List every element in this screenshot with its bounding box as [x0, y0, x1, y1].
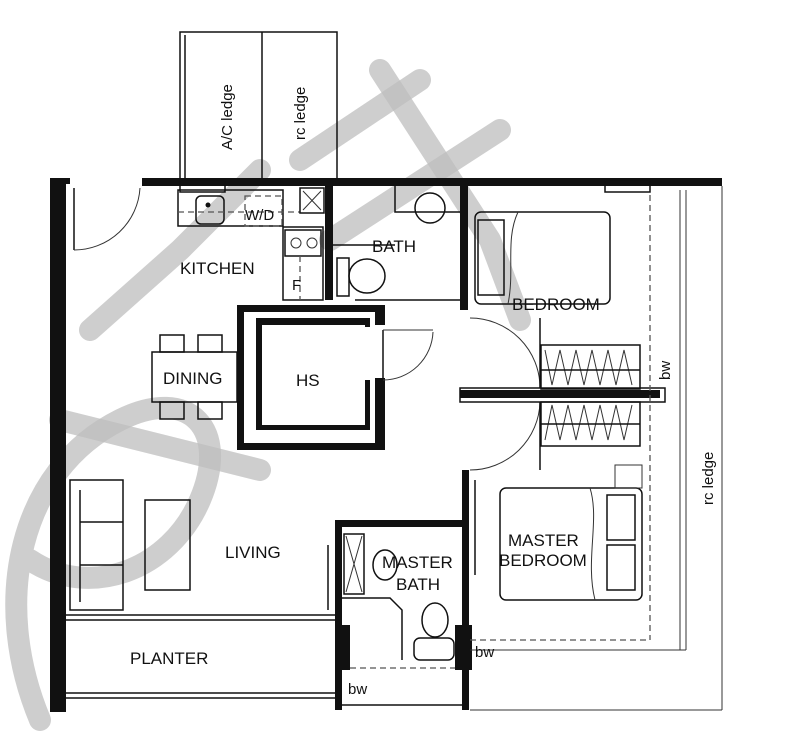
wardrobe-icon [540, 344, 641, 390]
living: LIVING [69, 479, 281, 611]
kitchen-counter: W/D F KITCHEN [177, 187, 325, 301]
watermark-logo [5, 59, 531, 731]
bedroom-label: BEDROOM [512, 295, 600, 314]
bedroom-door[interactable] [469, 317, 541, 389]
living-label: LIVING [225, 543, 281, 562]
dining-table: DINING [151, 334, 238, 420]
sofa-icon [69, 479, 124, 611]
stove-icon [284, 229, 322, 257]
entry-door[interactable] [73, 187, 141, 251]
master-bw-label: bw [475, 644, 494, 661]
hs-label: HS [296, 371, 320, 390]
master-toilet-icon [421, 602, 449, 638]
bed-icon [474, 211, 611, 305]
bedroom: BEDROOM bw [469, 211, 674, 390]
master-bedroom-door[interactable] [469, 401, 541, 471]
coffee-table-icon [144, 499, 191, 591]
bottom-bw-label: bw [348, 681, 367, 698]
bath: BATH [333, 186, 460, 301]
ac-ledge-label: A/C ledge [219, 84, 236, 150]
master-bedroom-label-2: BEDROOM [499, 551, 587, 570]
toilet-icon [348, 258, 386, 294]
master-basin-icon [372, 549, 398, 581]
cabinet-x-icon [302, 190, 322, 211]
fridge-label: F [292, 277, 301, 294]
master-bedroom-label-1: MASTER [508, 531, 579, 550]
rc-ledge-right-label: rc ledge [700, 452, 717, 505]
rc-ledge-top-label: rc ledge [292, 87, 309, 140]
basin-icon [414, 192, 446, 224]
dining-label: DINING [163, 369, 223, 388]
shower-icon [343, 533, 365, 595]
bath-label: BATH [372, 237, 416, 256]
planter: PLANTER [66, 614, 335, 699]
master-bedroom: MASTER BEDROOM bw [469, 401, 643, 661]
master-bath-label-2: BATH [396, 575, 440, 594]
rc-ledge-right: rc ledge [470, 186, 723, 711]
master-bath-label-1: MASTER [382, 553, 453, 572]
sink-drain-icon [205, 202, 211, 208]
master-bed-icon [499, 487, 643, 601]
hs-door[interactable] [382, 329, 434, 381]
kitchen-label: KITCHEN [180, 259, 255, 278]
master-bath: MASTER BATH bw [327, 533, 462, 706]
bedroom-bw-label: bw [657, 361, 674, 380]
planter-label: PLANTER [130, 649, 208, 668]
washer-dryer-label: W/D [245, 207, 274, 224]
